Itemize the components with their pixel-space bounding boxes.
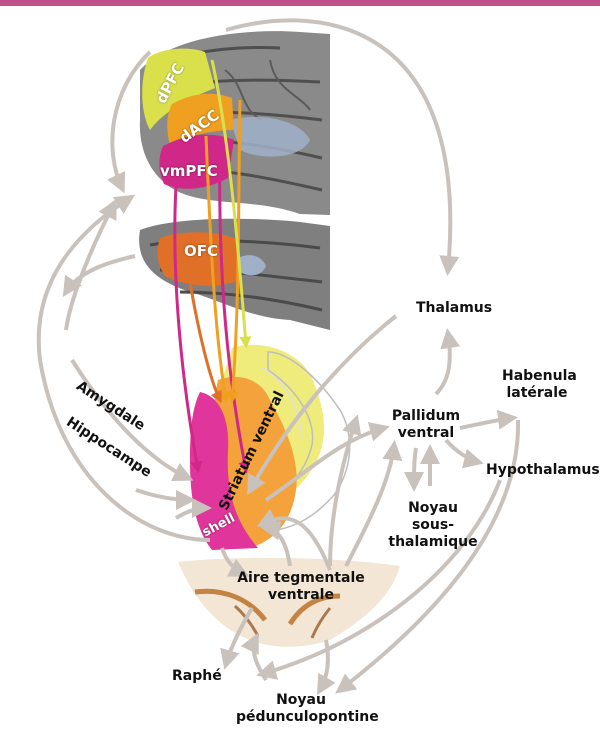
noyau-pedunculopontine-label: Noyau pédunculopontine — [236, 692, 379, 726]
hippocampe-to-striatum-arrow — [135, 488, 196, 510]
noyau-ped-line-2: pédunculopontine — [236, 709, 379, 725]
atv-to-ped-arrow — [317, 639, 336, 696]
vmpfc-projection-arrow-2 — [218, 139, 251, 474]
vmpfc-projection-arrow — [173, 185, 203, 474]
dpfc-projection-arrow — [210, 59, 252, 349]
atv-to-raphe-arrow — [220, 606, 254, 670]
atv-line-2: ventrale — [268, 587, 334, 603]
upper-brain-image — [139, 31, 330, 216]
noyau-sous-thalamique-label: Noyau sous- thalamique — [388, 500, 478, 551]
hippocampe-to-shell-arrow — [174, 498, 212, 520]
atv-line-1: Aire tegmentale — [237, 570, 365, 586]
top-accent-bar — [0, 0, 600, 6]
dpfc-to-vmpfc-arrow — [106, 50, 152, 194]
atv-to-striatum-arrow-2 — [260, 520, 292, 567]
amygdala-to-vmpfc-arrow — [64, 198, 117, 331]
habenula-to-ped-arrow — [335, 419, 521, 694]
pallidum-line-1: Pallidum — [391, 408, 461, 424]
hypothalamus-to-raphe-arrow — [256, 479, 502, 680]
noyau-sous-line-1: Noyau — [408, 500, 458, 516]
striatum-to-pallidum-arrow — [264, 422, 390, 502]
noyau-sous-line-2: sous- — [411, 517, 455, 533]
pallidum-to-thalamus-arrow — [434, 328, 461, 396]
shell-to-vmpfc-arrow — [36, 194, 211, 542]
habenula-line-1: Habenula — [502, 368, 577, 384]
pallidum-line-2: ventral — [397, 425, 455, 441]
lower-brain-image — [139, 218, 330, 330]
thalamus-label: Thalamus — [416, 300, 493, 316]
amygdala-to-striatum-arrow — [70, 358, 194, 482]
gray-connection-arrows — [36, 18, 521, 696]
aire-tegmentale-ventrale-label: Aire tegmentale ventrale — [226, 570, 376, 604]
pallidum-to-hypothalamus-arrow — [444, 438, 484, 469]
pallidum-to-stn-arrow — [404, 447, 425, 492]
atv-to-pallidum-arrow-2 — [328, 414, 362, 567]
raphe-label: Raphé — [172, 668, 222, 684]
thalamus-to-striatum-arrow — [247, 314, 398, 496]
dacc-projection-arrow — [204, 135, 231, 404]
ofc-projection-arrow — [188, 281, 222, 404]
noyau-sous-line-3: thalamique — [388, 534, 478, 550]
raphe-to-atv-arrow — [240, 632, 268, 682]
vmpfc-label: vmPFC — [160, 162, 218, 180]
pallidum-label: Pallidum ventral — [386, 408, 466, 442]
atv-to-pallidum-arrow — [344, 440, 403, 567]
habenula-label: Habenula latérale — [502, 368, 577, 402]
habenula-line-2: latérale — [506, 385, 568, 401]
cortex-to-thalamus-arrow — [225, 18, 460, 276]
pallidum-to-habenula-arrow — [459, 409, 518, 430]
noyau-ped-line-1: Noyau — [276, 692, 326, 708]
shell-to-atv-arrow — [220, 547, 250, 577]
ofc-label: OFC — [184, 242, 219, 260]
hypothalamus-label: Hypothalamus — [486, 462, 600, 478]
ofc-to-amygdala-arrow — [62, 254, 136, 298]
